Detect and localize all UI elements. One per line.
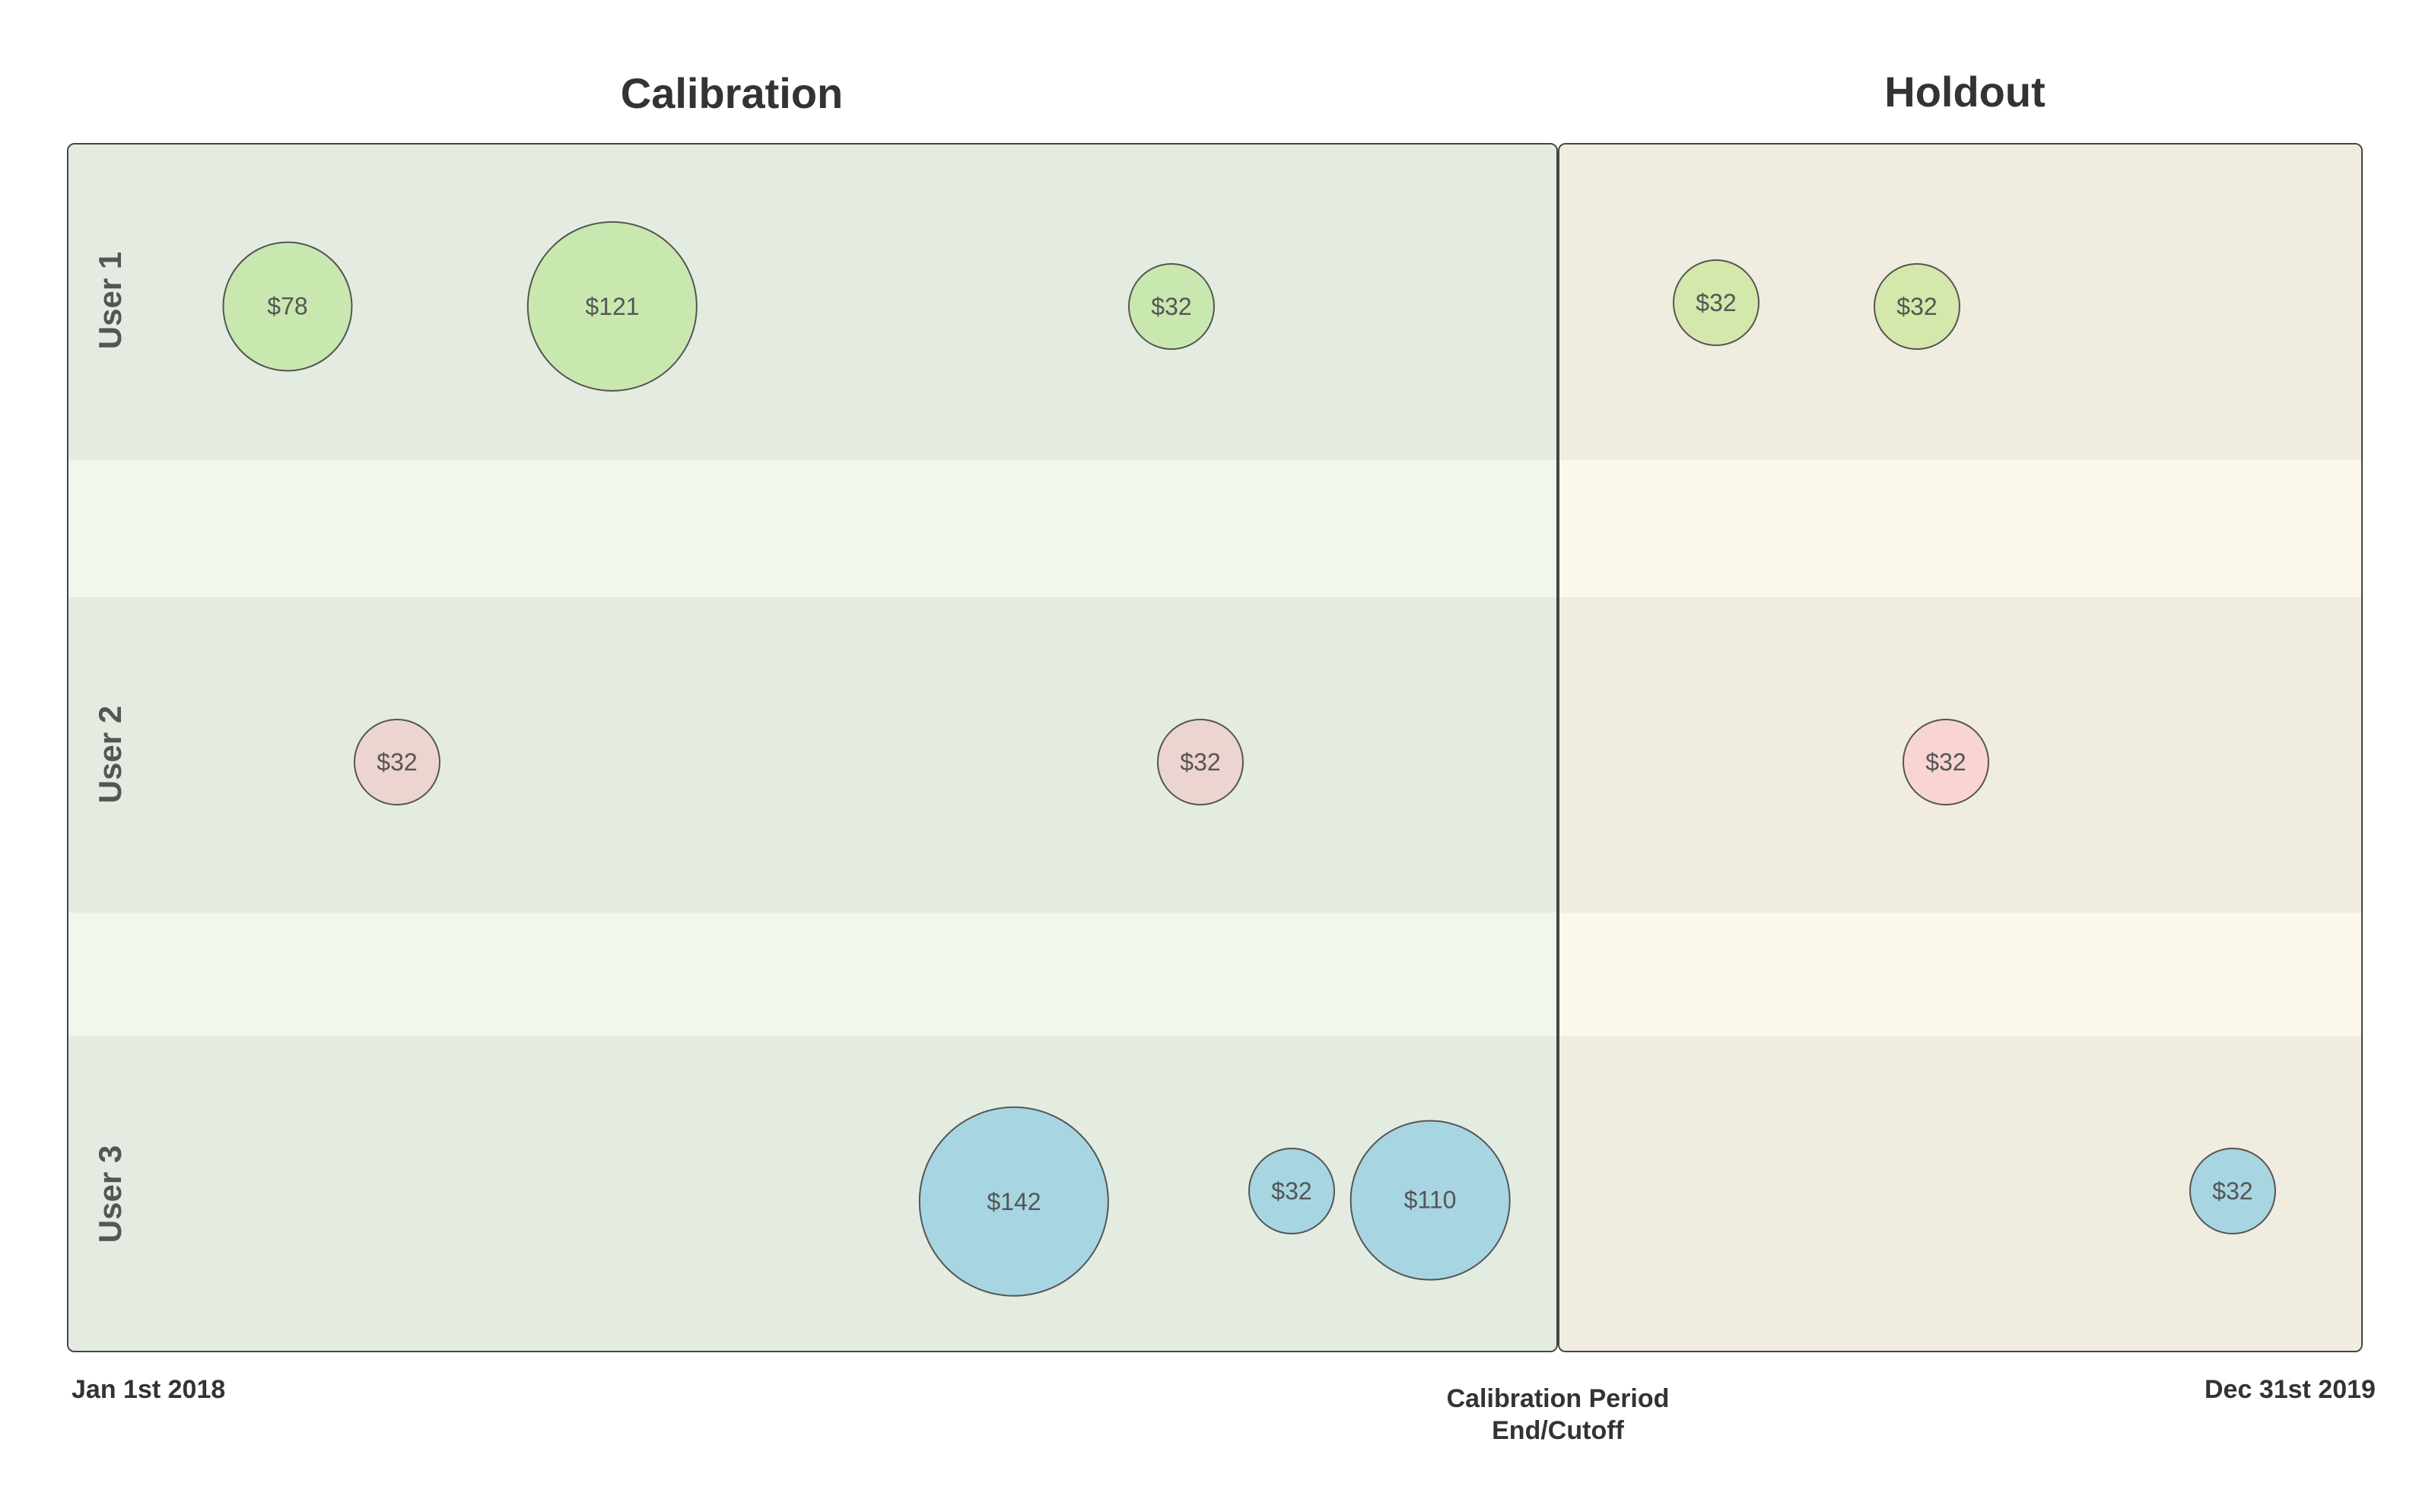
purchase-bubble: $32 — [354, 719, 440, 805]
purchase-bubble: $142 — [918, 1106, 1110, 1298]
purchase-bubble: $32 — [1157, 719, 1244, 805]
cutoff-label-line1: Calibration Period — [1446, 1384, 1670, 1413]
calibration-title: Calibration — [620, 69, 844, 117]
purchase-bubble: $32 — [2189, 1148, 2276, 1234]
purchase-bubble: $32 — [1248, 1148, 1335, 1234]
holdout-title: Holdout — [1884, 68, 2046, 116]
purchase-bubble: $32 — [1874, 263, 1960, 350]
start-date-label: Jan 1st 2018 — [72, 1375, 226, 1404]
user-label-3: User 3 — [92, 1145, 128, 1244]
purchase-bubble: $32 — [1903, 719, 1989, 805]
end-date-label: Dec 31st 2019 — [2205, 1375, 2376, 1404]
user-label-1: User 1 — [92, 251, 128, 350]
user2-band — [68, 597, 1556, 913]
cutoff-label-line2: End/Cutoff — [1492, 1416, 1624, 1445]
user-label-2: User 2 — [92, 705, 128, 804]
cutoff-label: Calibration Period End/Cutoff — [1447, 1383, 1670, 1447]
purchase-bubble: $78 — [222, 241, 353, 372]
purchase-bubble: $32 — [1673, 259, 1759, 346]
purchase-bubble: $121 — [526, 221, 698, 392]
purchase-bubble: $32 — [1128, 263, 1215, 350]
purchase-bubble: $110 — [1349, 1120, 1511, 1281]
